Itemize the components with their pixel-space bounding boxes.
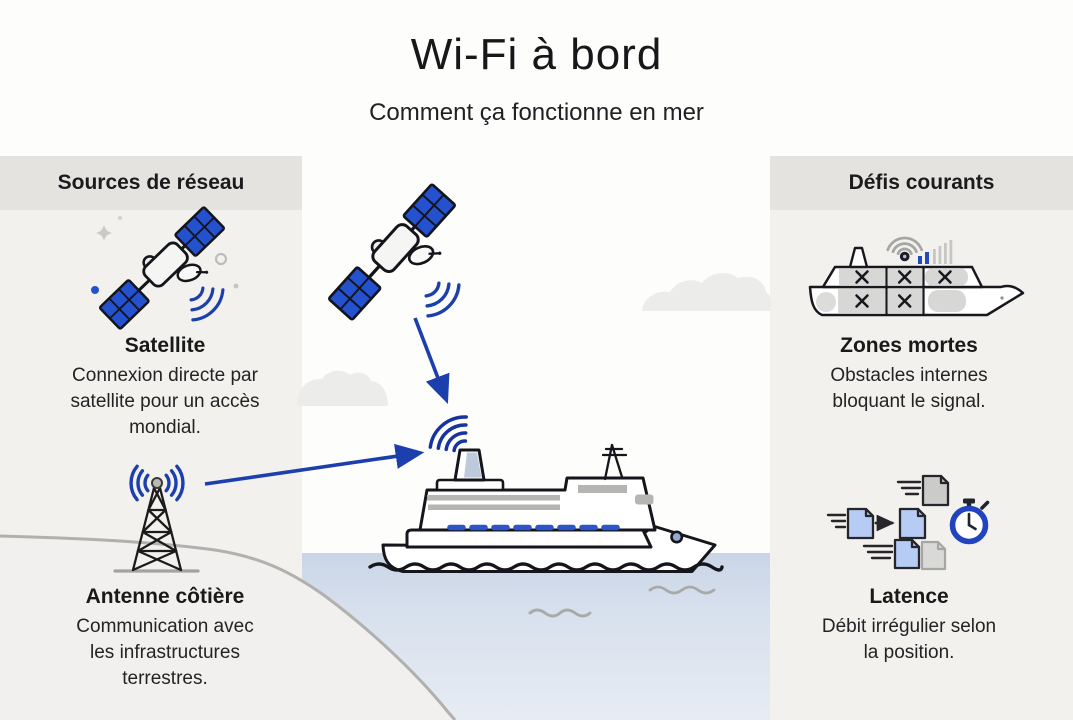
left-panel-header-band: Sources de réseau (0, 156, 302, 210)
coastal-antenna-description: Communication avec les infrastructures t… (76, 616, 254, 689)
latency-description: Débit irrégulier selon la position. (821, 616, 997, 663)
dead-zones-heading: Zones mortes (840, 334, 978, 357)
coastal-antenna-text-block: Antenne côtière Communication avec les i… (22, 585, 308, 692)
right-panel-header-band: Défis courants (770, 156, 1073, 210)
satellite-description: Connexion directe par satellite pour un … (70, 365, 260, 438)
satellite-icon (323, 179, 474, 337)
right-panel-header: Défis courants (848, 171, 995, 194)
page-title: Wi-Fi à bord (410, 30, 663, 79)
page-subtitle: Comment ça fonctionne en mer (369, 99, 704, 126)
mast (601, 443, 628, 481)
coastal-antenna-heading: Antenne côtière (85, 585, 245, 608)
satellite-heading: Satellite (124, 334, 206, 357)
satellite-text-block: Satellite Connexion directe par satellit… (22, 334, 308, 441)
dead-zones-text-block: Zones mortes Obstacles internes bloquant… (766, 334, 1052, 415)
left-panel-header: Sources de réseau (57, 171, 245, 194)
latency-text-block: Latence Débit irrégulier selon la positi… (766, 585, 1052, 666)
latency-heading: Latence (869, 585, 949, 608)
sea (302, 553, 770, 720)
dead-zones-description: Obstacles internes bloquant le signal. (830, 365, 988, 412)
wifi-signal-icon (428, 415, 468, 453)
satellite-link-arrow (413, 317, 450, 405)
cloud (297, 273, 772, 406)
